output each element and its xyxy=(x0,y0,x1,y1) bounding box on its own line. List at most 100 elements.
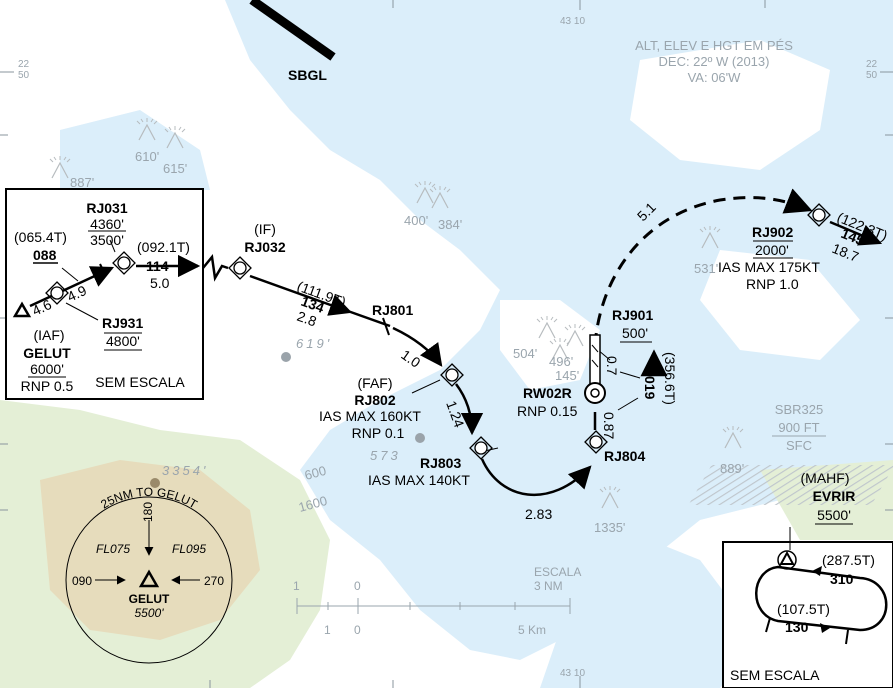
rw02r-name: RW02R xyxy=(523,385,572,401)
scale-km-0: 0 xyxy=(354,623,361,637)
airport-label: SBGL xyxy=(288,67,327,83)
rj901-name: RJ901 xyxy=(612,307,653,323)
grid-lat-top-right: 22 xyxy=(866,59,878,70)
runway-02r xyxy=(584,334,606,404)
leg8-mag: 019 xyxy=(642,376,658,400)
spot-619: 619' xyxy=(296,336,332,351)
rj931-alt: 4800' xyxy=(106,333,140,349)
rj801-name: RJ801 xyxy=(372,302,413,318)
leg2-dist: 5.0 xyxy=(150,275,170,291)
rj802-role: (FAF) xyxy=(358,375,393,391)
rj802-speed: IAS MAX 160KT xyxy=(319,408,421,424)
rj902-name: RJ902 xyxy=(752,224,793,240)
taa-west: 090 xyxy=(72,574,92,588)
taa-fix-name: GELUT xyxy=(129,592,170,606)
grid-lon-top: 43 10 xyxy=(560,16,585,27)
taa-iaf-icon xyxy=(138,569,160,588)
spot-3354: 3354' xyxy=(162,463,208,478)
leg7-dist: 0.87 xyxy=(601,412,617,439)
obstacles: 887' 610' 615' 400' 384' 531' 504' 496' … xyxy=(49,117,744,535)
rj803-name: RJ803 xyxy=(420,455,461,471)
inset-left: (065.4T) 088 4.6 4.9 RJ031 4360' 3500' (… xyxy=(5,188,204,400)
note-line-3: VA: 06'W xyxy=(688,70,742,85)
obstacle-889: 889' xyxy=(720,461,744,476)
obstacle-887: 887' xyxy=(70,175,94,190)
leg1-dist2: 4.9 xyxy=(65,282,90,305)
water-area-3 xyxy=(60,110,210,190)
spot-heights: 619' 573 3354' 600 1600 xyxy=(150,336,425,515)
evrir-name: EVRIR xyxy=(813,488,856,504)
water-area-2 xyxy=(540,520,760,688)
grid-lon-bottom: 43 10 xyxy=(560,668,585,679)
rj031-name: RJ031 xyxy=(86,200,127,216)
land-island xyxy=(630,40,830,170)
leg8-course: (356.6T) xyxy=(662,352,678,405)
contour-600: 600 xyxy=(303,463,328,483)
scale-bar xyxy=(296,598,571,614)
obstacle-400: 400' xyxy=(404,213,428,228)
rj032-role: (IF) xyxy=(254,221,276,237)
obstacle-504: 504' xyxy=(513,346,537,361)
rj802-rnp: RNP 0.1 xyxy=(352,425,405,441)
grid-lat-bottom-right: 50 xyxy=(866,70,878,81)
inset-right-label: SEM ESCALA xyxy=(730,667,820,683)
grid-lat-top-left: 22 xyxy=(18,59,30,70)
obstacle-531: 531' xyxy=(694,261,718,276)
leg2-mag: 114 xyxy=(146,258,169,274)
obstacle-496: 496' xyxy=(549,354,573,369)
hold-mag-2: 130 xyxy=(785,619,809,635)
gelut-rnp: RNP 0.5 xyxy=(21,378,74,394)
scale-unit: 3 NM xyxy=(534,579,563,593)
inset-right: (287.5T) 310 (107.5T) 130 SEM ESCALA xyxy=(722,527,893,688)
scale-title: ESCALA xyxy=(534,565,581,579)
gelut-alt: 6000' xyxy=(30,361,64,377)
leg1-dist1: 4.6 xyxy=(30,296,55,319)
sbr-bottom: SFC xyxy=(786,438,812,453)
rj803-speed: IAS MAX 140KT xyxy=(368,472,470,488)
spot-573: 573 xyxy=(370,448,401,463)
evrir-alt: 5500' xyxy=(817,507,851,523)
rj802-name: RJ802 xyxy=(354,392,395,408)
leg6-dist: 2.83 xyxy=(525,506,552,522)
rj031-alt2: 3500' xyxy=(90,232,124,248)
rw02r-rnp: RNP 0.15 xyxy=(517,403,578,419)
taa-east: 270 xyxy=(204,574,224,588)
rj931-name: RJ931 xyxy=(102,315,143,331)
scale-nm-1: 1 xyxy=(293,579,300,593)
gelut-role: (IAF) xyxy=(33,327,64,343)
taa-fix-alt: 5500' xyxy=(135,606,165,620)
rj804-name: RJ804 xyxy=(604,448,645,464)
rj902-rnp: RNP 1.0 xyxy=(746,276,799,292)
grid-lat-bottom-left: 50 xyxy=(18,70,30,81)
restricted-area-hatch xyxy=(688,465,893,505)
hold-mag-1: 310 xyxy=(830,571,854,587)
hold-course-2: (107.5T) xyxy=(777,601,830,617)
note-line-1: ALT, ELEV E HGT EM PÉS xyxy=(635,38,793,53)
hold-course-1: (287.5T) xyxy=(822,552,875,568)
taa-fl-left: FL075 xyxy=(96,542,130,556)
leg8-dist: 0.7 xyxy=(604,356,620,376)
contour-1600: 1600 xyxy=(297,493,329,515)
rj902-alt: 2000' xyxy=(755,242,789,258)
obstacle-384: 384' xyxy=(438,217,462,232)
inset-left-label: SEM ESCALA xyxy=(95,374,185,390)
leg3-dist: 2.8 xyxy=(295,308,319,330)
sbr-name: SBR325 xyxy=(775,402,823,417)
leg2-course: (092.1T) xyxy=(137,239,190,255)
iaf-triangle-icon xyxy=(12,301,32,318)
leg1-mag: 088 xyxy=(33,247,57,263)
scale-km-1: 1 xyxy=(324,623,331,637)
rj032-name: RJ032 xyxy=(244,239,285,255)
land-island-3 xyxy=(500,300,600,390)
obstacle-615: 615' xyxy=(163,161,187,176)
scale-nm-0: 0 xyxy=(354,579,361,593)
runway-sbgl xyxy=(249,0,336,61)
rj902-speed: IAS MAX 175KT xyxy=(718,259,820,275)
note-line-2: DEC: 22º W (2013) xyxy=(659,54,770,69)
chart-notes: ALT, ELEV E HGT EM PÉS DEC: 22º W (2013)… xyxy=(635,38,793,85)
rj901-alt: 500' xyxy=(622,325,648,341)
approach-path xyxy=(202,188,883,497)
gelut-name: GELUT xyxy=(23,345,71,361)
